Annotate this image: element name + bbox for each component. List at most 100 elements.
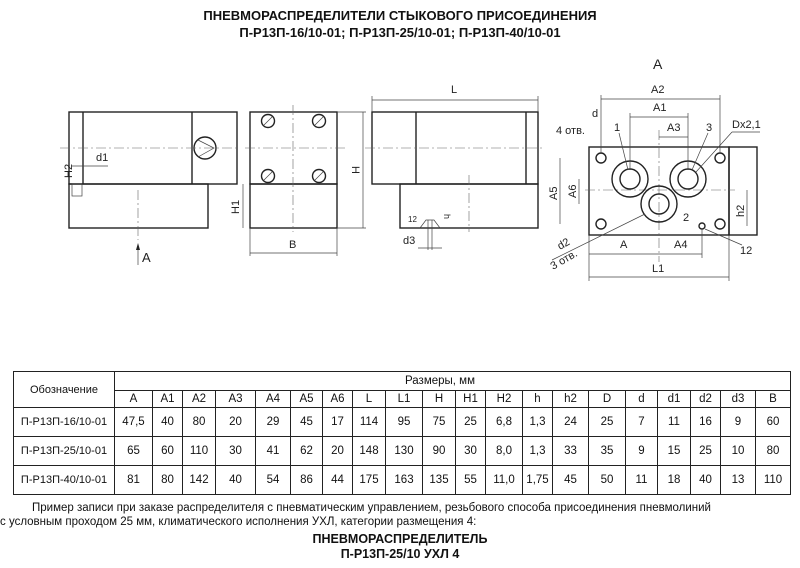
cell-d: 9	[625, 436, 658, 466]
cell-A: 65	[114, 436, 153, 466]
label-A: A	[620, 239, 628, 251]
cell-B: 110	[755, 465, 791, 495]
label-d: d	[592, 108, 598, 120]
cell-H1: 25	[455, 407, 486, 437]
label-A6: A6	[567, 185, 579, 198]
cell-A4: 41	[255, 436, 291, 466]
cell-A3: 20	[215, 407, 256, 437]
column-header-A3: A3	[215, 390, 256, 408]
cell-L1: 130	[385, 436, 423, 466]
label-port-2: 2	[683, 212, 689, 224]
cell-H1: 55	[455, 465, 486, 495]
cell-D: 25	[588, 407, 626, 437]
cell-d: 11	[625, 465, 658, 495]
cell-H1: 30	[455, 436, 486, 466]
row-designation: П-Р13П-40/10-01	[13, 465, 115, 495]
cell-A2: 110	[182, 436, 216, 466]
label-h2: h2	[735, 205, 747, 217]
cell-A6: 20	[322, 436, 353, 466]
label-B: B	[289, 239, 296, 251]
label-port-3: 3	[706, 122, 712, 134]
column-header-A5: A5	[290, 390, 323, 408]
cell-A4: 29	[255, 407, 291, 437]
label-L1: L1	[652, 263, 664, 275]
cell-L: 148	[352, 436, 386, 466]
label-h: h	[442, 214, 452, 219]
column-header-L1: L1	[385, 390, 423, 408]
cell-A3: 40	[215, 465, 256, 495]
cell-d1: 15	[657, 436, 691, 466]
cell-d2: 25	[690, 436, 721, 466]
cell-B: 60	[755, 407, 791, 437]
dimensions-group-header: Размеры, мм	[114, 371, 791, 391]
cell-A5: 62	[290, 436, 323, 466]
column-header-h: h	[522, 390, 553, 408]
label-H1: H1	[230, 200, 242, 214]
cell-H2: 8,0	[485, 436, 523, 466]
label-d3: d3	[403, 235, 415, 247]
label-3-holes: 3 отв.	[549, 248, 580, 273]
cell-H: 90	[422, 436, 456, 466]
cell-A2: 142	[182, 465, 216, 495]
column-header-d2: d2	[690, 390, 721, 408]
label-Dx2-1: Dx2,1	[732, 119, 761, 131]
cell-A: 47,5	[114, 407, 153, 437]
cell-h: 1,75	[522, 465, 553, 495]
column-header-A4: A4	[255, 390, 291, 408]
screw-icon	[311, 113, 327, 129]
rear-view: L d3 12 h	[365, 84, 545, 250]
column-header-d: d	[625, 390, 658, 408]
cell-L: 114	[352, 407, 386, 437]
label-H2: H2	[63, 164, 75, 178]
label-d1: d1	[96, 152, 108, 164]
cell-d3: 9	[720, 407, 756, 437]
column-header-A: A	[114, 390, 153, 408]
technical-drawing: d1 H2 A H H1 B	[60, 56, 761, 281]
cell-A: 81	[114, 465, 153, 495]
example-text-line-2: с условным проходом 25 мм, климатическог…	[0, 516, 477, 528]
cell-L: 175	[352, 465, 386, 495]
label-A2: A2	[651, 84, 664, 96]
label-view-a: A	[653, 56, 663, 72]
cell-D: 50	[588, 465, 626, 495]
column-header-B: B	[755, 390, 791, 408]
cell-d1: 18	[657, 465, 691, 495]
cell-h2: 45	[552, 465, 589, 495]
label-H: H	[349, 166, 361, 174]
cell-d2: 16	[690, 407, 721, 437]
column-header-H2: H2	[485, 390, 523, 408]
cell-A5: 86	[290, 465, 323, 495]
example-text-line-1: Пример записи при заказе распределителя …	[32, 502, 711, 514]
title-line-1: ПНЕВМОРАСПРЕДЕЛИТЕЛИ СТЫКОВОГО ПРИСОЕДИН…	[203, 8, 597, 23]
title-line-2: П-Р13П-16/10-01; П-Р13П-25/10-01; П-Р13П…	[239, 25, 561, 40]
cell-d2: 40	[690, 465, 721, 495]
column-header-h2: h2	[552, 390, 589, 408]
cell-H2: 6,8	[485, 407, 523, 437]
cell-h2: 33	[552, 436, 589, 466]
cell-A4: 54	[255, 465, 291, 495]
column-header-A6: A6	[322, 390, 353, 408]
cell-L1: 163	[385, 465, 423, 495]
label-L: L	[451, 84, 457, 96]
column-header-H1: H1	[455, 390, 486, 408]
label-A1: A1	[653, 102, 666, 114]
side-view: d1 H2 A	[60, 111, 240, 265]
label-angle-12: 12	[408, 215, 417, 224]
cell-h: 1,3	[522, 407, 553, 437]
column-header-d1: d1	[657, 390, 691, 408]
cell-B: 80	[755, 436, 791, 466]
column-header-A2: A2	[182, 390, 216, 408]
cell-H2: 11,0	[485, 465, 523, 495]
row-designation: П-Р13П-16/10-01	[13, 407, 115, 437]
cell-h: 1,3	[522, 436, 553, 466]
screw-icon	[260, 113, 276, 129]
cell-d: 7	[625, 407, 658, 437]
label-port-1: 1	[614, 122, 620, 134]
cell-A2: 80	[182, 407, 216, 437]
cell-d3: 13	[720, 465, 756, 495]
